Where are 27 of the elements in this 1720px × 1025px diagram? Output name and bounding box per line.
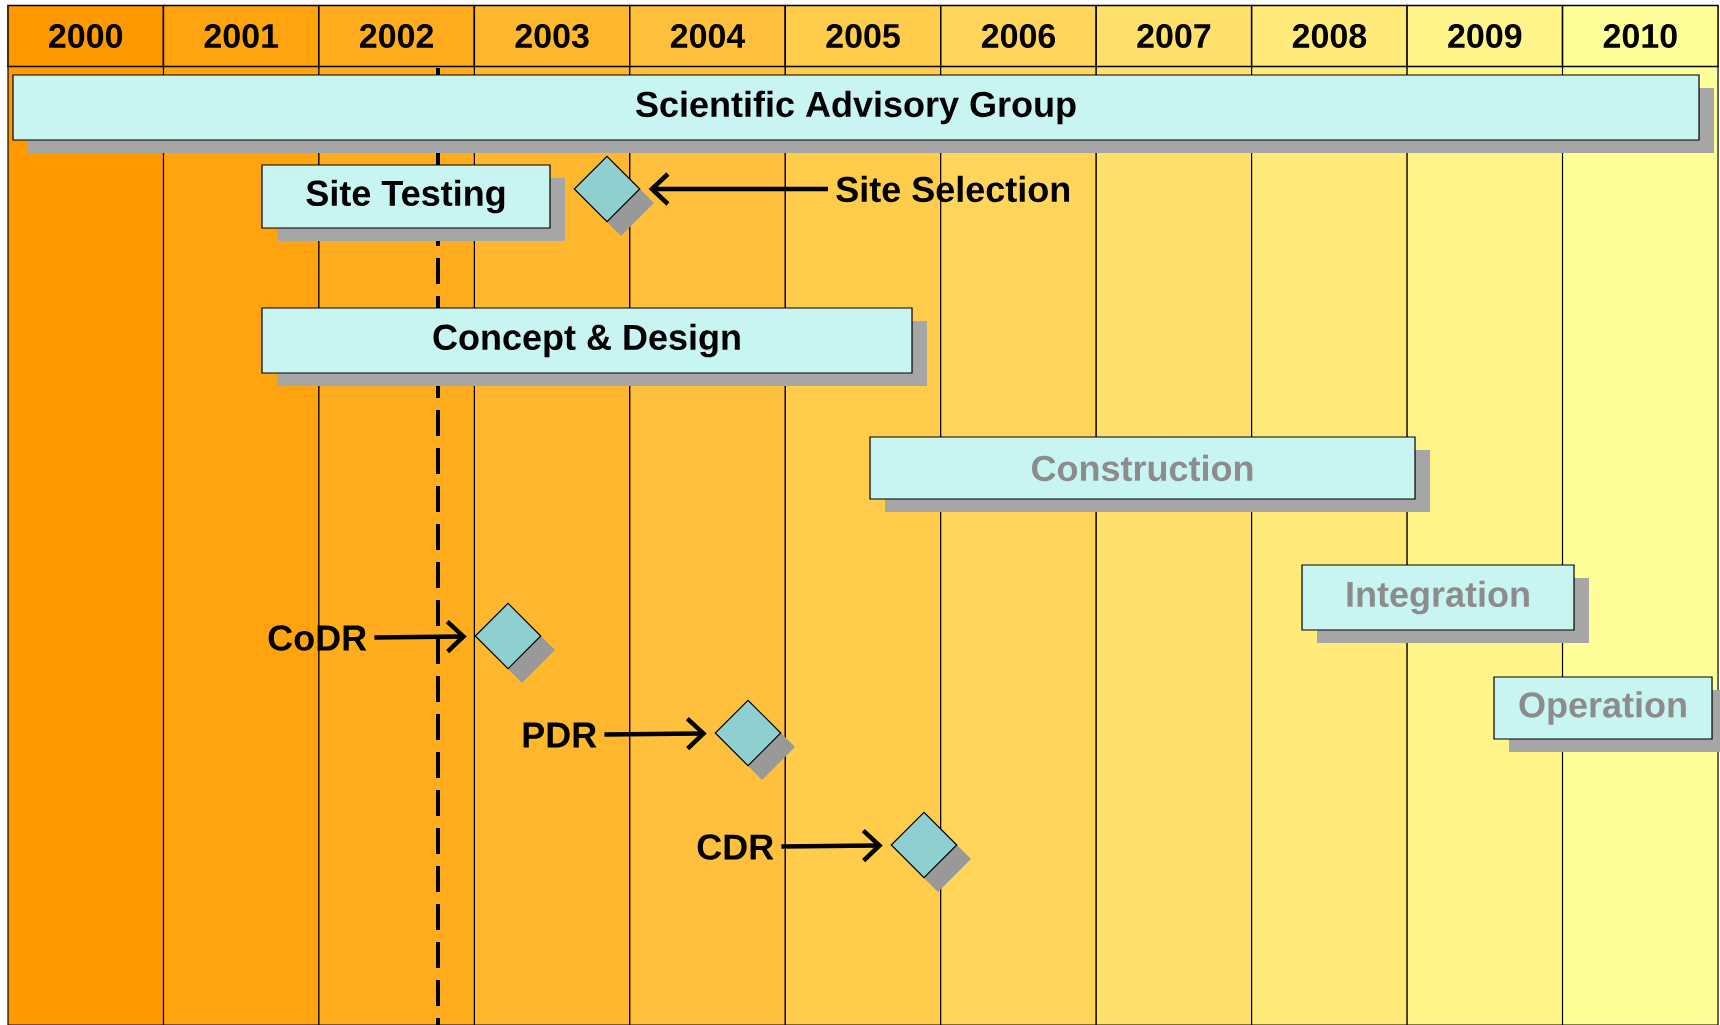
task-bar: Operation (1493, 676, 1720, 752)
year-header-cell: 2006 (940, 4, 1097, 68)
arrow (648, 172, 828, 206)
task-bar: Construction (869, 436, 1430, 512)
arrow (374, 619, 467, 654)
year-header-cell: 2003 (473, 4, 631, 68)
year-header-cell: 2009 (1406, 4, 1564, 68)
milestone-diamond (890, 811, 971, 892)
task-bar: Concept & Design (261, 307, 927, 386)
milestone-label: PDR (523, 722, 597, 748)
year-header-cell: 2001 (162, 4, 320, 68)
year-header-cell: 2010 (1561, 4, 1719, 68)
year-header-cell: 2000 (7, 4, 165, 68)
year-header-cell: 2002 (318, 4, 476, 68)
year-header-cell: 2007 (1095, 4, 1253, 68)
milestone-diamond (714, 699, 795, 780)
year-header-cell: 2005 (784, 4, 942, 68)
milestone-diamond (474, 602, 555, 683)
year-header-cell: 2004 (629, 4, 786, 68)
arrow (781, 829, 883, 863)
task-bar: Scientific Advisory Group (12, 74, 1714, 153)
arrow (604, 717, 707, 751)
task-bar: Integration (1301, 564, 1589, 643)
task-bar: Site Testing (261, 164, 565, 241)
milestone-diamond (573, 155, 654, 236)
year-header-cell: 2008 (1250, 4, 1408, 68)
milestone-label: CDR (697, 834, 774, 860)
